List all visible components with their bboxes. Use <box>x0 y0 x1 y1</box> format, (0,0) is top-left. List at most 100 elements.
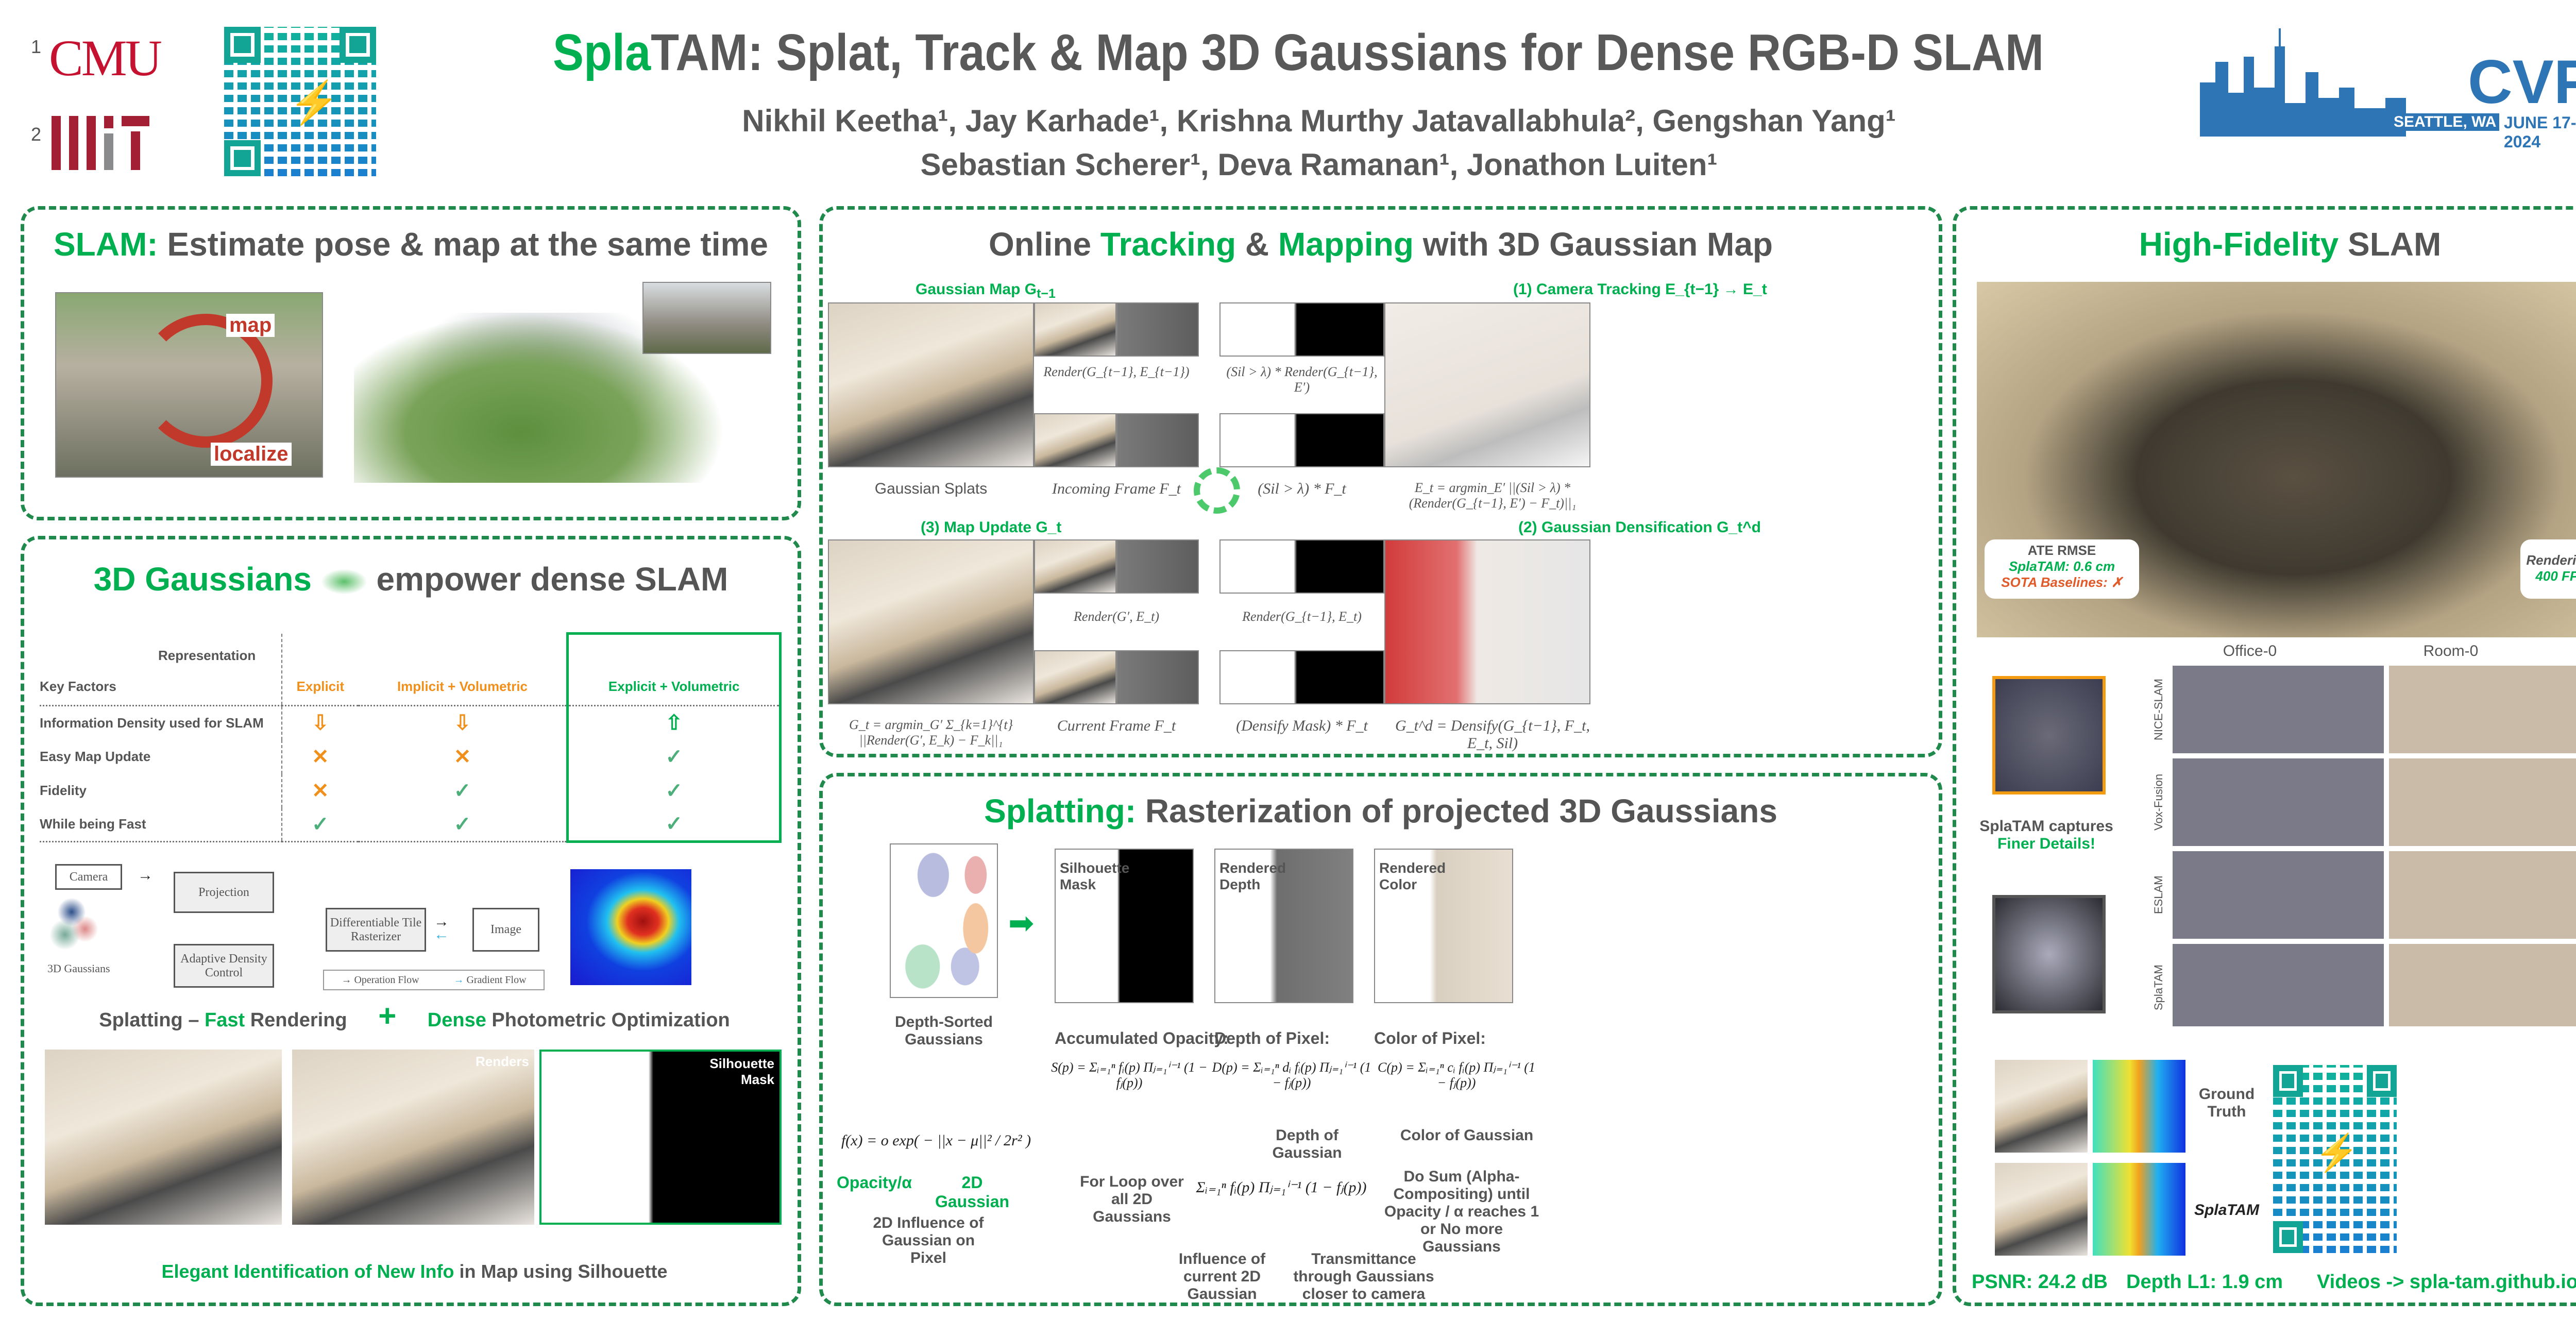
rendered-color-image <box>1034 302 1116 357</box>
title-accent: SLAM: <box>53 226 158 263</box>
col-explicit: Explicit <box>296 679 345 694</box>
caption-part: Fast <box>205 1009 245 1031</box>
seattle-skyline-icon <box>2200 28 2406 137</box>
title-part: Tracking <box>1100 226 1236 263</box>
tracking-panel: Online Tracking & Mapping with 3D Gaussi… <box>819 206 1942 757</box>
col-office: Office-0 <box>2223 642 2277 660</box>
gaussians-panel-title: 3D Gaussians empower dense SLAM <box>24 560 798 598</box>
rendered-depth-label: Rendered Depth <box>1219 860 1286 892</box>
current-frame-label: Current Frame F_t <box>1057 717 1176 734</box>
method-label: SplaTAM <box>2152 965 2165 1011</box>
rendered-depth-image <box>1116 302 1199 357</box>
influence-2d-label: 2D Influence of Gaussian on Pixel <box>873 1214 984 1266</box>
caption-part: Dense <box>427 1009 486 1031</box>
map-equation: G_t = argmin_G′ Σ_{k=1}^{t} ||Render(G′,… <box>849 717 1013 748</box>
silhouette-mask-image: Silhouette Mask <box>1055 849 1194 1003</box>
densify-mask-label: (Densify Mask) * F_t <box>1236 717 1368 734</box>
conf-place: SEATTLE, WA <box>2391 113 2500 131</box>
gaussian-splats-image <box>828 302 1034 467</box>
gaussian-map-heading: Gaussian Map Gt−1 <box>916 281 1056 301</box>
plus-icon: + <box>378 999 397 1033</box>
qr-code[interactable]: ⚡ <box>224 27 376 176</box>
title-part: & <box>1236 226 1278 263</box>
splatam-label: SplaTAM <box>2194 1202 2260 1219</box>
slam-panel-title: SLAM: Estimate pose & map at the same ti… <box>24 225 798 263</box>
title-rest: Estimate pose & map at the same time <box>158 226 769 263</box>
caption-part: Photometric Optimization <box>486 1009 730 1031</box>
depth-equation: D(p) = Σᵢ₌₁ⁿ dᵢ fᵢ(p) Πⱼ₌₁ⁱ⁻¹ (1 − fⱼ(p)… <box>1212 1060 1371 1090</box>
ground-truth-label: Ground Truth <box>2198 1086 2255 1120</box>
col-explicit-volumetric: Explicit + Volumetric <box>566 632 782 706</box>
project-qr-code[interactable]: ⚡ <box>2273 1065 2397 1253</box>
title-accent: High-Fidelity <box>2139 226 2339 263</box>
render-prev-label: Render(G_{t−1}, E_{t−1}) <box>1043 364 1190 379</box>
gauss2d-label: 2D Gaussian <box>935 1173 1010 1211</box>
title-accent: Spla <box>553 24 651 81</box>
caption-part: Rendering <box>245 1009 347 1031</box>
rendered-color-label: Rendered Color <box>1379 860 1446 892</box>
camera-tracking-heading: (1) Camera Tracking E_{t−1} → E_t <box>1513 281 1767 298</box>
for-loop-label: For Loop over all 2D Gaussians <box>1080 1173 1184 1225</box>
current-frame-depth <box>1116 650 1199 704</box>
silhouette-label: Silhouette Mask <box>709 1056 774 1087</box>
influence-current-label: Influence of current 2D Gaussian <box>1178 1250 1266 1303</box>
label-map: map <box>226 314 275 337</box>
depth-pixel-label: Depth of Pixel: <box>1214 1029 1330 1047</box>
depth-sorted-label: Depth-Sorted Gaussians <box>895 1013 993 1048</box>
method-label: NICE-SLAM <box>2152 679 2165 740</box>
incoming-depth-image <box>1116 413 1199 467</box>
transmittance-label: Transmittance through Gaussians closer t… <box>1293 1250 1434 1303</box>
label-localize: localize <box>211 443 292 466</box>
comparison-table: Representation Key Factors Explicit Impl… <box>40 632 782 843</box>
title-part: Mapping <box>1278 226 1414 263</box>
arrow-icon: ← <box>434 926 449 943</box>
legend-grad-label: Gradient Flow <box>466 974 527 986</box>
lightning-icon: ⚡ <box>289 79 340 125</box>
row-label: Easy Map Update <box>40 739 282 774</box>
color-equation: C(p) = Σᵢ₌₁ⁿ cᵢ fᵢ(p) Πⱼ₌₁ⁱ⁻¹ (1 − fⱼ(p)… <box>1378 1060 1535 1090</box>
psnr-value: PSNR: 24.2 dB <box>1972 1271 2108 1293</box>
cell: ✓ <box>566 807 782 843</box>
sil-frame-label: (Sil > λ) * F_t <box>1258 480 1346 497</box>
color-gaussian-label: Color of Gaussian <box>1400 1127 1534 1144</box>
method-label: ESLAM <box>2152 875 2165 915</box>
rendering-fps: 400 FPS <box>2535 568 2576 584</box>
acc-opacity-label: Accumulated Opacity: <box>1055 1029 1229 1047</box>
corner-key-factors: Key Factors <box>40 633 282 706</box>
projection-box: Projection <box>174 872 274 913</box>
silhouette-caption: Elegant Identification of New Info in Ma… <box>24 1261 805 1282</box>
adc-box: Adaptive Density Control <box>174 944 274 988</box>
affil-1-number: 1 <box>31 36 42 57</box>
caption-part: Splatting – <box>99 1009 205 1031</box>
cell: ✕ <box>453 745 471 768</box>
videos-link[interactable]: Videos -> spla-tam.github.io <box>2317 1271 2576 1293</box>
opacity-label: Opacity/α <box>837 1173 912 1192</box>
authors-line-1: Nikhil Keetha¹, Jay Karhade¹, Krishna Mu… <box>742 104 1896 138</box>
splatting-panel-title: Splatting: Rasterization of projected 3D… <box>823 792 1939 830</box>
splatting-diagram: Camera Projection Differentiable Tile Ra… <box>35 849 570 1003</box>
legend: → Operation Flow → Gradient Flow <box>323 970 545 990</box>
fidelity-panel: High-Fidelity SLAM ATE RMSE SplaTAM: 0.6… <box>1953 206 2576 1306</box>
gaussians-label: 3D Gaussians <box>47 962 110 975</box>
cell: ✕ <box>312 779 329 802</box>
color-pixel-label: Color of Pixel: <box>1374 1029 1486 1047</box>
densify-equation: G_t^d = Densify(G_{t−1}, F_t, E_t, Sil) <box>1395 717 1590 752</box>
conf-name: CVPR <box>2468 47 2576 116</box>
cell: ⇩ <box>312 712 329 735</box>
caption-part: Elegant Identification of New Info <box>161 1261 454 1282</box>
tracking-result-image <box>1384 302 1590 467</box>
zoom-crop-1 <box>1992 676 2106 794</box>
legend-op-label: Operation Flow <box>354 974 419 986</box>
silhouette-mask-label: Silhouette Mask <box>1060 860 1130 892</box>
image-box: Image <box>472 908 539 952</box>
cvpr-logo: CVPR SEATTLE, WA JUNE 17-21, 2024 <box>2200 26 2576 151</box>
table-row: While being Fast✓✓✓ <box>40 807 782 843</box>
rendered-depth-image: Rendered Depth <box>1214 849 1353 1003</box>
rendering-label: Rendering: <box>2526 552 2576 568</box>
gt-depth <box>2093 1060 2185 1153</box>
cell: ✓ <box>453 779 471 802</box>
gaussian-blob-icon <box>320 569 367 595</box>
do-sum-label: Do Sum (Alpha-Compositing) until Opacity… <box>1384 1168 1539 1255</box>
poster-title: SplaTAM: Splat, Track & Map 3D Gaussians… <box>492 23 2105 82</box>
